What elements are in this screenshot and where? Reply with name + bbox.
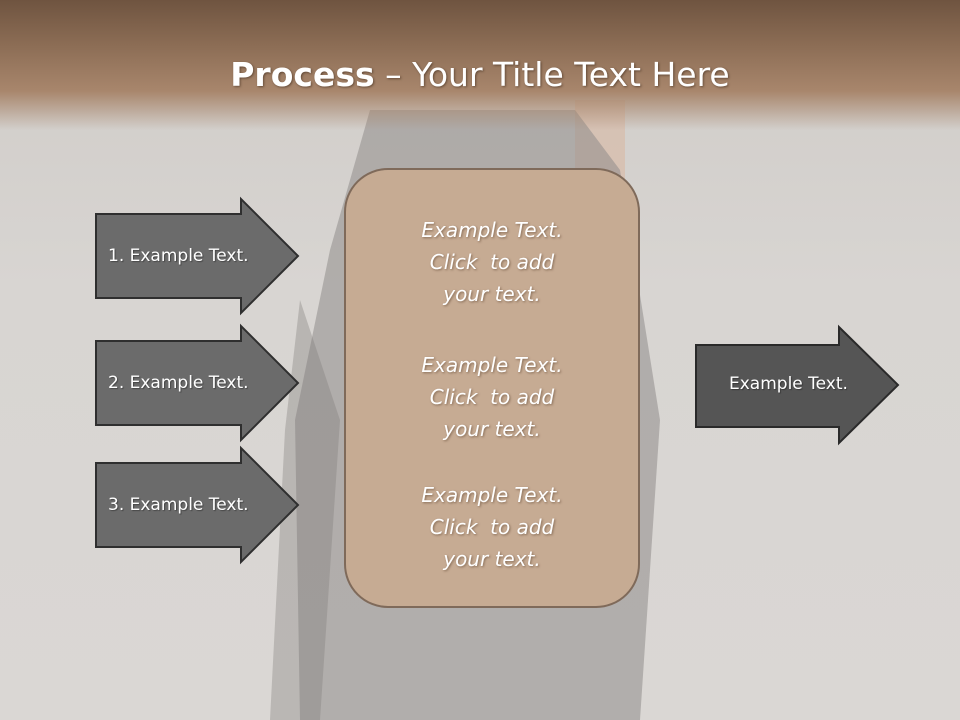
arrow-label-output: Example Text.: [729, 374, 848, 394]
page-title: Process – Your Title Text Here: [0, 52, 960, 98]
center-text-block-2: Example Text. Click to add your text.: [346, 349, 638, 445]
arrow-shape-2: [95, 323, 300, 443]
arrow-shape-1: [95, 196, 300, 316]
arrow-label-2: 2. Example Text.: [108, 373, 249, 393]
center-block-2-line-1: Example Text.: [421, 353, 563, 377]
header-band: [0, 0, 960, 130]
center-block-1-line-2: Click to add: [429, 250, 555, 274]
arrow-label-1: 1. Example Text.: [108, 246, 249, 266]
arrow-step-1: 1. Example Text.: [95, 196, 300, 316]
center-text-block-1: Example Text. Click to add your text.: [346, 214, 638, 310]
arrow-label-3: 3. Example Text.: [108, 495, 249, 515]
arrow-shape-output: [695, 324, 900, 446]
center-block-1-line-3: your text.: [443, 282, 541, 306]
title-rest: – Your Title Text Here: [374, 55, 730, 94]
center-content-box[interactable]: Example Text. Click to add your text. Ex…: [344, 168, 640, 608]
center-block-3-line-3: your text.: [443, 547, 541, 571]
arrow-shape-3: [95, 445, 300, 565]
center-block-3-line-1: Example Text.: [421, 483, 563, 507]
arrow-step-3: 3. Example Text.: [95, 445, 300, 565]
center-block-1-line-1: Example Text.: [421, 218, 563, 242]
title-bold: Process: [230, 55, 375, 94]
center-text-block-3: Example Text. Click to add your text.: [346, 479, 638, 575]
center-block-3-line-2: Click to add: [429, 515, 555, 539]
arrow-step-2: 2. Example Text.: [95, 323, 300, 443]
center-block-2-line-2: Click to add: [429, 385, 555, 409]
center-block-2-line-3: your text.: [443, 417, 541, 441]
arrow-output: Example Text.: [695, 324, 900, 446]
